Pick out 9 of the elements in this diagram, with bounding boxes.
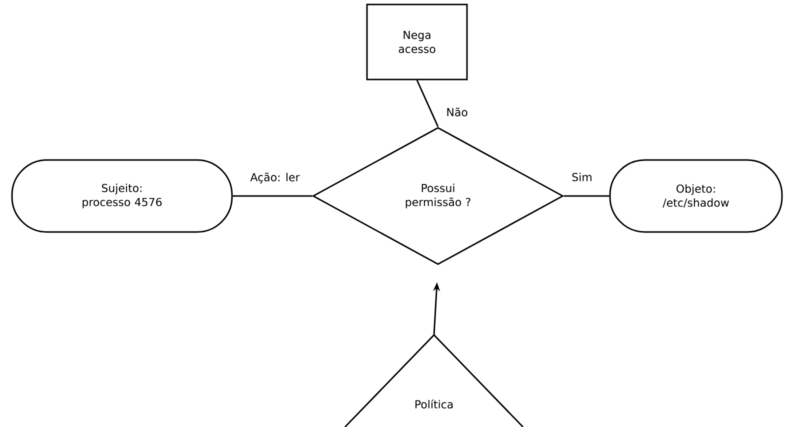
edge-label: Ação: ler [250, 172, 300, 184]
connector-line [564, 195, 610, 197]
connector-line [232, 195, 312, 197]
edge-label: Sim [572, 172, 592, 182]
object-terminal: Objeto: /etc/shadow [609, 159, 783, 233]
decision-outcome-box: Nega acesso [366, 4, 468, 80]
connector-line [416, 80, 439, 128]
edge-label: Não [447, 108, 468, 116]
subject-terminal: Sujeito: processo 4576 [11, 159, 233, 233]
